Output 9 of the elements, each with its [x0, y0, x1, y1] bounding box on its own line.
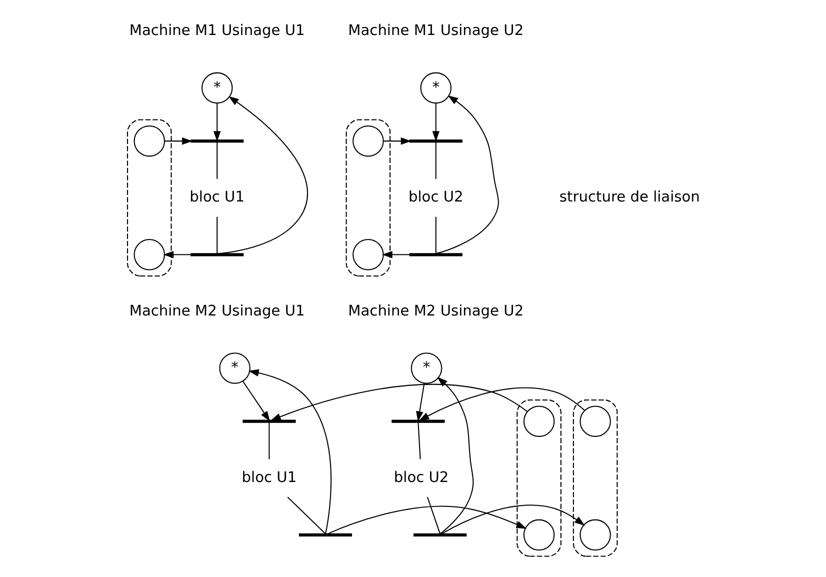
label: Machine M2 Usinage U1: [128, 302, 304, 320]
node-text: bloc U2: [393, 468, 448, 486]
node-text: bloc U1: [189, 188, 244, 206]
label: Machine M1 Usinage U2: [348, 22, 524, 40]
node-text: bloc U1: [241, 468, 296, 486]
label: structure de liaison: [558, 188, 700, 206]
node-text: bloc U2: [408, 188, 463, 206]
label: Machine M1 Usinage U1: [128, 22, 304, 40]
label: Machine M2 Usinage U2: [348, 302, 524, 320]
